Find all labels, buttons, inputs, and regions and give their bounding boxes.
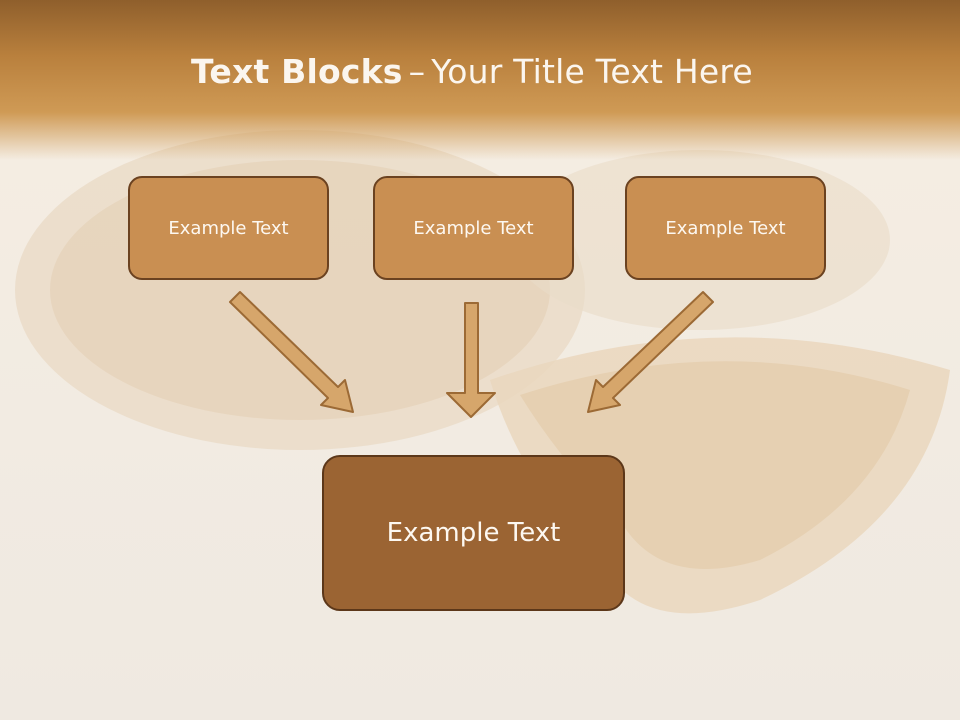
page-title: Text Blocks–Your Title Text Here [0, 52, 944, 91]
text-block-main[interactable]: Example Text [322, 455, 625, 611]
arrow-right-icon [587, 291, 714, 413]
text-block-right[interactable]: Example Text [625, 176, 826, 280]
arrow-center-icon [446, 302, 496, 418]
text-block-left[interactable]: Example Text [128, 176, 329, 280]
title-dash: – [408, 52, 426, 91]
arrow-left-icon [229, 291, 354, 413]
title-bold: Text Blocks [191, 52, 403, 91]
title-rest: Your Title Text Here [431, 52, 753, 91]
text-block-center-label: Example Text [413, 217, 534, 239]
text-block-center[interactable]: Example Text [373, 176, 574, 280]
text-block-right-label: Example Text [665, 217, 786, 239]
text-block-main-label: Example Text [386, 518, 561, 548]
text-block-left-label: Example Text [168, 217, 289, 239]
title-bar [0, 0, 960, 160]
